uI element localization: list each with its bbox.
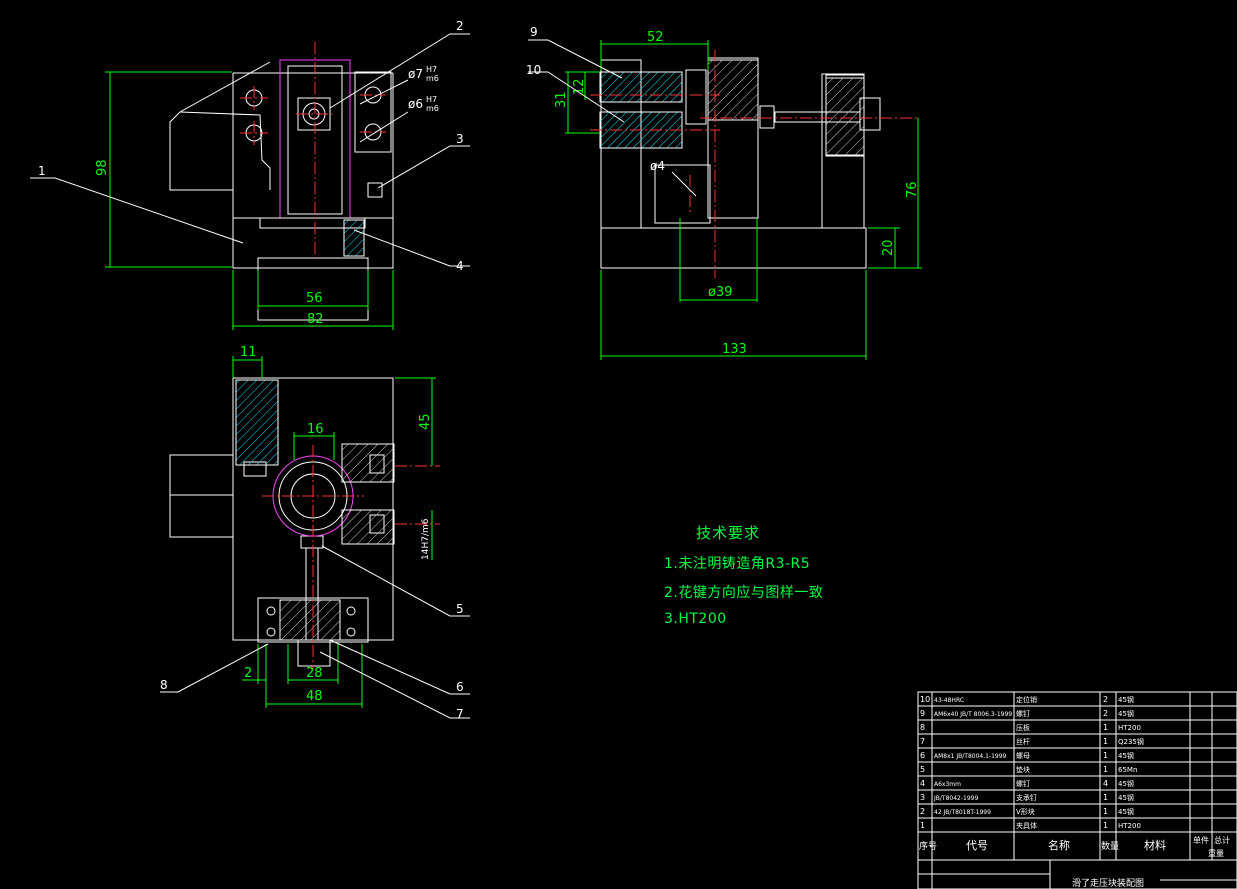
bom-cell-no: 4 — [920, 779, 925, 788]
bom-header-unit: 单件 — [1193, 835, 1209, 845]
bom-cell-name: 丝杆 — [1016, 737, 1030, 746]
bom-header-total: 总计 — [1214, 835, 1230, 845]
dim-front-height: 98 — [95, 159, 110, 176]
bom-cell-mat: 65Mn — [1118, 766, 1137, 774]
fit-phi7-upper: H7 — [426, 65, 437, 74]
dim-side-133: 133 — [722, 342, 747, 357]
bom-cell-qty: 1 — [1103, 723, 1108, 732]
dim-front-56: 56 — [306, 291, 323, 306]
tech-req-title: 技术要求 — [696, 524, 761, 542]
bom-cell-qty: 2 — [1103, 695, 1108, 704]
bom-footer-title: 滑了走压块装配图 — [1072, 877, 1144, 889]
technical-requirements: 技术要求 1.未注明铸造角R3-R5 2.花键方向应与图样一致 3.HT200 — [640, 522, 860, 636]
bom-cell-qty: 2 — [1103, 709, 1108, 718]
callout-1: 1 — [38, 164, 46, 178]
bom-cell-qty: 1 — [1103, 765, 1108, 774]
bom-cell-mat: 45钢 — [1118, 695, 1134, 704]
dim-front-82: 82 — [307, 312, 324, 327]
bom-cell-qty: 1 — [1103, 807, 1108, 816]
bom-rows: 10 43-48HRC 定位销 2 45钢 9 AM6x40 JB/T 8006.3-199… — [918, 695, 1237, 833]
bom-cell-name: 定位销 — [1016, 695, 1037, 704]
tech-req-1: 1.未注明铸造角R3-R5 — [664, 556, 811, 572]
dim-top-28: 28 — [306, 666, 323, 681]
bom-cell-mat: HT200 — [1118, 724, 1141, 732]
dim-side-52: 52 — [647, 30, 664, 45]
callout-3: 3 — [456, 132, 464, 146]
bom-header-mat: 材料 — [1144, 838, 1166, 852]
bom-cell-code: AM8x1 JB/T8004.1-1999 — [934, 753, 1007, 760]
dim-top-16: 16 — [307, 422, 324, 437]
dim-top-fit: 14H7/m6 — [421, 518, 431, 560]
bom-cell-mat: Q235钢 — [1118, 737, 1144, 746]
callout-5: 5 — [456, 602, 464, 616]
bom-cell-name: 压板 — [1016, 723, 1030, 732]
bom-cell-mat: 45钢 — [1118, 793, 1134, 802]
bom-cell-mat: 45钢 — [1118, 779, 1134, 788]
dim-side-76: 76 — [905, 181, 920, 198]
callout-7: 7 — [456, 707, 464, 721]
bom-cell-no: 5 — [920, 765, 925, 774]
bom-cell-code: AM6x40 JB/T 8006.3-1999 — [934, 711, 1012, 718]
tech-req-2: 2.花键方向应与图样一致 — [664, 585, 824, 601]
bom-cell-mat: HT200 — [1118, 822, 1141, 830]
bom-cell-mat: 45钢 — [1118, 709, 1134, 718]
bom-cell-qty: 1 — [1103, 751, 1108, 760]
bom-cell-name: 螺母 — [1016, 751, 1030, 760]
bom-cell-qty: 1 — [1103, 821, 1108, 830]
bom-cell-code: 42 JB/T8018T-1999 — [934, 809, 991, 816]
bom-cell-no: 10 — [920, 695, 930, 704]
dim-side-phi39: ø39 — [708, 285, 733, 300]
bom-cell-no: 2 — [920, 807, 925, 816]
bom-cell-mat: 45钢 — [1118, 751, 1134, 760]
callout-2: 2 — [456, 19, 464, 33]
dim-side-31: 31 — [554, 91, 569, 108]
tech-req-3: 3.HT200 — [664, 611, 727, 627]
bom-cell-code: A6x3mm — [934, 781, 961, 788]
bom-cell-name: 螺钉 — [1016, 779, 1030, 788]
bom-header-name: 名称 — [1048, 838, 1070, 852]
dim-side-20: 20 — [881, 239, 896, 256]
front-view — [169, 59, 394, 321]
dim-side-12: 12 — [572, 78, 587, 95]
bom-cell-name: 螺钉 — [1016, 709, 1030, 718]
bom-header-qty: 数量 — [1101, 840, 1119, 852]
dim-top-45: 45 — [418, 413, 433, 430]
bom-cell-no: 3 — [920, 793, 925, 802]
bom-header-code: 代号 — [966, 839, 988, 852]
callout-8: 8 — [160, 678, 168, 692]
bom-header-no: 序号 — [919, 840, 937, 852]
bom-cell-no: 6 — [920, 751, 925, 760]
callout-6: 6 — [456, 680, 464, 694]
bom-cell-name: 夹具体 — [1016, 821, 1037, 830]
fit-phi6-upper: H7 — [426, 95, 437, 104]
bom-cell-mat: 45钢 — [1118, 807, 1134, 816]
bom-cell-no: 7 — [920, 737, 925, 746]
fit-phi6-lower: m6 — [426, 104, 439, 113]
dim-top-11: 11 — [240, 345, 257, 360]
callout-9: 9 — [530, 25, 538, 39]
bom-cell-name: 支承钉 — [1016, 793, 1037, 802]
callout-10: 10 — [526, 63, 541, 77]
bom-cell-code: JB/T8042-1999 — [933, 795, 978, 802]
bom-cell-no: 1 — [920, 821, 925, 830]
bom-cell-name: 垫块 — [1016, 765, 1030, 774]
bom-cell-name: V形块 — [1016, 807, 1035, 816]
fit-phi6: ø6 — [408, 97, 423, 111]
bom-cell-qty: 1 — [1103, 737, 1108, 746]
bom-cell-code: 43-48HRC — [934, 697, 964, 704]
bom-cell-qty: 4 — [1103, 779, 1108, 788]
callout-4: 4 — [456, 259, 464, 273]
fit-phi7-lower: m6 — [426, 74, 439, 83]
bom-cell-no: 8 — [920, 723, 925, 732]
bom-header-weight: 重量 — [1208, 848, 1224, 858]
bom-cell-qty: 1 — [1103, 793, 1108, 802]
dim-top-48: 48 — [306, 689, 323, 704]
dim-side-phi4: ø4 — [650, 159, 665, 173]
dim-top-2: 2 — [244, 666, 252, 681]
fit-phi7: ø7 — [408, 67, 423, 81]
bom-cell-no: 9 — [920, 709, 925, 718]
